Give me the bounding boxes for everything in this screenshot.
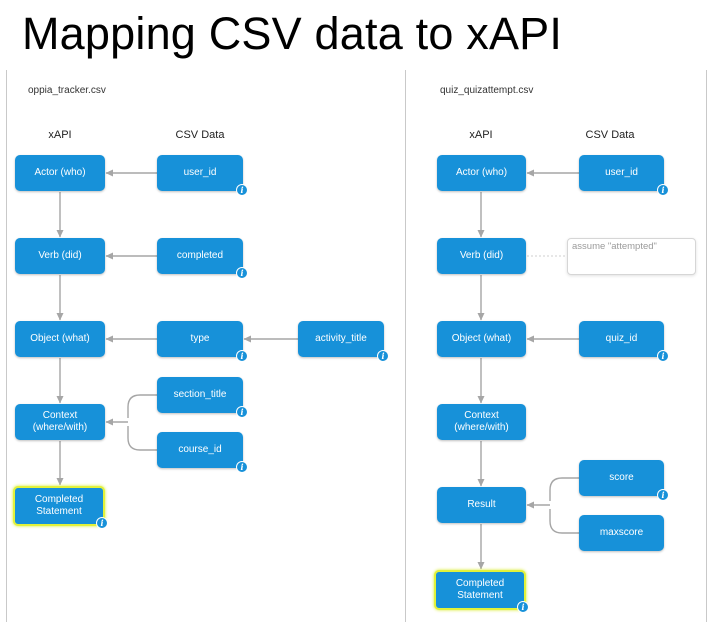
left-bracket-section (127, 394, 157, 418)
left-bracket-course (127, 426, 157, 451)
left-completed-label: completed (176, 250, 224, 261)
left-statement-line1: Completed (34, 494, 84, 505)
right-panel-border-left (405, 70, 406, 622)
info-icon[interactable]: i (657, 350, 669, 362)
right-actor-node[interactable]: Actor (who) (437, 155, 526, 191)
right-context-line1: Context (464, 410, 499, 421)
right-bracket-maxscore (549, 509, 579, 534)
slide-title: Mapping CSV data to xAPI (22, 8, 563, 59)
right-assume-label: assume "attempted" (572, 241, 657, 252)
left-context-label: Context (where/with) (33, 410, 87, 434)
left-header-csv: CSV Data (175, 129, 225, 141)
left-course-id-node[interactable]: course_id i (157, 432, 248, 473)
left-statement-line2: Statement (36, 506, 82, 517)
left-statement-label: Completed Statement (35, 494, 83, 518)
right-bracket-score (549, 477, 579, 501)
right-assume-attempted-note[interactable]: assume "attempted" (567, 238, 696, 275)
left-type-label: type (190, 333, 210, 344)
right-quizid-label: quiz_id (605, 333, 638, 344)
right-maxscore-node[interactable]: maxscore (579, 515, 664, 551)
info-icon[interactable]: i (236, 267, 248, 279)
right-file-name: quiz_quizattempt.csv (440, 85, 534, 96)
right-result-label: Result (467, 499, 496, 510)
right-userid-node[interactable]: user_id i (579, 155, 669, 196)
left-statement-node[interactable]: Completed Statement i (13, 486, 108, 529)
left-section-title-node[interactable]: section_title i (157, 377, 248, 418)
left-object-label: Object (what) (30, 333, 90, 344)
right-panel-border-right (706, 70, 707, 622)
right-quizid-node[interactable]: quiz_id i (579, 321, 669, 362)
info-icon[interactable]: i (236, 184, 248, 196)
right-header-csv: CSV Data (585, 129, 635, 141)
info-icon[interactable]: i (377, 350, 389, 362)
left-userid-label: user_id (183, 167, 217, 178)
left-header-xapi: xAPI (48, 129, 72, 141)
info-icon[interactable]: i (96, 517, 108, 529)
info-icon[interactable]: i (657, 184, 669, 196)
left-userid-node[interactable]: user_id i (157, 155, 248, 196)
right-verb-label: Verb (did) (459, 250, 504, 261)
left-verb-label: Verb (did) (38, 250, 82, 261)
left-object-node[interactable]: Object (what) (15, 321, 105, 357)
right-statement-node[interactable]: Completed Statement i (434, 570, 529, 613)
left-activity-title-label: activity_title (315, 333, 367, 344)
right-context-line2: (where/with) (454, 422, 509, 433)
right-result-node[interactable]: Result (437, 487, 526, 523)
right-statement-label: Completed Statement (456, 578, 504, 602)
info-icon[interactable]: i (517, 601, 529, 613)
left-context-line2: (where/with) (32, 422, 88, 433)
left-file-name: oppia_tracker.csv (28, 85, 106, 96)
right-maxscore-label: maxscore (599, 527, 644, 538)
left-completed-node[interactable]: completed i (157, 238, 248, 279)
left-section-title-label: section_title (173, 389, 227, 400)
right-context-label: Context (where/with) (454, 410, 508, 434)
right-verb-node[interactable]: Verb (did) (437, 238, 526, 274)
left-panel-border (6, 70, 7, 622)
right-object-label: Object (what) (451, 333, 512, 344)
right-score-label: score (609, 472, 634, 483)
right-statement-line1: Completed (455, 578, 505, 589)
info-icon[interactable]: i (657, 489, 669, 501)
left-type-node[interactable]: type i (157, 321, 248, 362)
left-activity-title-node[interactable]: activity_title i (298, 321, 389, 362)
left-actor-label: Actor (who) (34, 167, 86, 178)
left-course-id-label: course_id (178, 444, 222, 455)
right-object-node[interactable]: Object (what) (437, 321, 526, 357)
left-context-line1: Context (42, 410, 78, 421)
right-userid-label: user_id (605, 167, 638, 178)
right-context-node[interactable]: Context (where/with) (437, 404, 526, 440)
left-actor-node[interactable]: Actor (who) (15, 155, 105, 191)
info-icon[interactable]: i (236, 406, 248, 418)
right-actor-label: Actor (who) (455, 167, 508, 178)
info-icon[interactable]: i (236, 350, 248, 362)
info-icon[interactable]: i (236, 461, 248, 473)
right-statement-line2: Statement (457, 590, 503, 601)
right-header-xapi: xAPI (469, 129, 493, 141)
left-verb-node[interactable]: Verb (did) (15, 238, 105, 274)
left-context-node[interactable]: Context (where/with) (15, 404, 105, 440)
right-score-node[interactable]: score i (579, 460, 669, 501)
